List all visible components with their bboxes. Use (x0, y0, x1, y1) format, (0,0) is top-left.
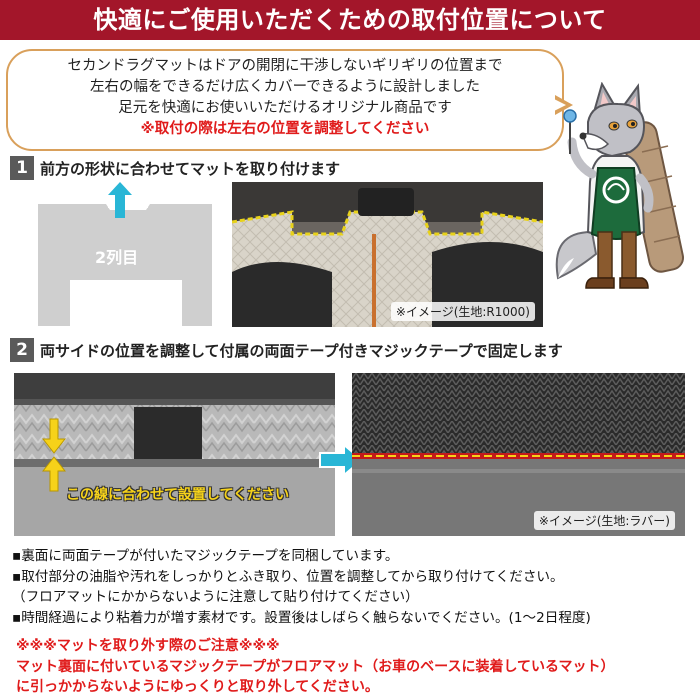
caution-line: マット裏面に付いているマジックテープがフロアマット（お車のベースに装着しているマ… (16, 658, 615, 675)
step-2-photo-right: ※イメージ(生地:ラバー) (352, 373, 685, 536)
caution-line: に引っかからないようにゆっくりと取り外してください。 (16, 679, 379, 695)
step-1-photo-caption: ※イメージ(生地:R1000) (390, 302, 535, 321)
note-item: ▪取付部分の油脂や汚れをしっかりとふき取り、位置を調整してから取り付けてください… (12, 568, 564, 585)
yellow-double-arrow-icon (42, 418, 66, 492)
page-title: 快適にご使用いただくための取付位置について (93, 6, 607, 34)
second-row-mat-diagram (38, 204, 212, 326)
note-item: ▪時間経過により粘着力が増す素材です。設置後はしばらく触らないでください。(1～… (12, 609, 591, 626)
side-sill-illustration (14, 373, 335, 536)
caution-heading: ※※※マットを取り外す際のご注意※※※ (16, 638, 280, 654)
fox-mascot-illustration (555, 82, 684, 289)
cyan-up-arrow-icon (108, 182, 132, 218)
step-1-title: 前方の形状に合わせてマットを取り付けます (40, 159, 341, 178)
step-1-header: 1 前方の形状に合わせてマットを取り付けます (10, 156, 340, 180)
intro-line-2: 左右の幅をできるだけ広くカバーできるように設計しました (89, 79, 481, 95)
intro-line-3: 足元を快適にお使いいただけるオリジナル商品です (118, 100, 452, 116)
step-1-badge: 1 (10, 156, 34, 180)
step-2-photo-left: この線に合わせて設置してください (14, 373, 335, 536)
intro-warning: ※取付の際は左右の位置を調整してください (140, 121, 430, 137)
intro-line-1: セカンドラグマットはドアの開閉に干渉しないギリギリの位置まで (67, 58, 503, 74)
guide-line-label: この線に合わせて設置してください (66, 487, 290, 503)
intro-speech-bubble: セカンドラグマットはドアの開閉に干渉しないギリギリの位置まで 左右の幅をできるだ… (6, 49, 564, 151)
bubble-tail-inner (552, 98, 566, 112)
second-row-label: 2列目 (95, 248, 139, 267)
step-2-badge: 2 (10, 338, 34, 362)
note-item: ▪裏面に両面テープが付いたマジックテープを同梱しています。 (12, 548, 399, 564)
step-2-header: 2 両サイドの位置を調整して付属の両面テープ付きマジックテープで固定します (10, 338, 563, 362)
note-item: （フロアマットにかからないように注意して貼り付けてください） (12, 589, 419, 605)
car-interior-illustration (232, 182, 543, 327)
step-2-photo-caption: ※イメージ(生地:ラバー) (533, 511, 675, 530)
step-1-photo: ※イメージ(生地:R1000) (232, 182, 543, 327)
removal-caution: ※※※マットを取り外す際のご注意※※※ マット裏面に付いているマジックテープがフ… (16, 636, 696, 698)
page-title-banner: 快適にご使用いただくための取付位置について (0, 0, 700, 40)
notes-list: ▪裏面に両面テープが付いたマジックテープを同梱しています。 ▪取付部分の油脂や汚… (12, 546, 692, 628)
step-2-title: 両サイドの位置を調整して付属の両面テープ付きマジックテープで固定します (40, 341, 563, 360)
